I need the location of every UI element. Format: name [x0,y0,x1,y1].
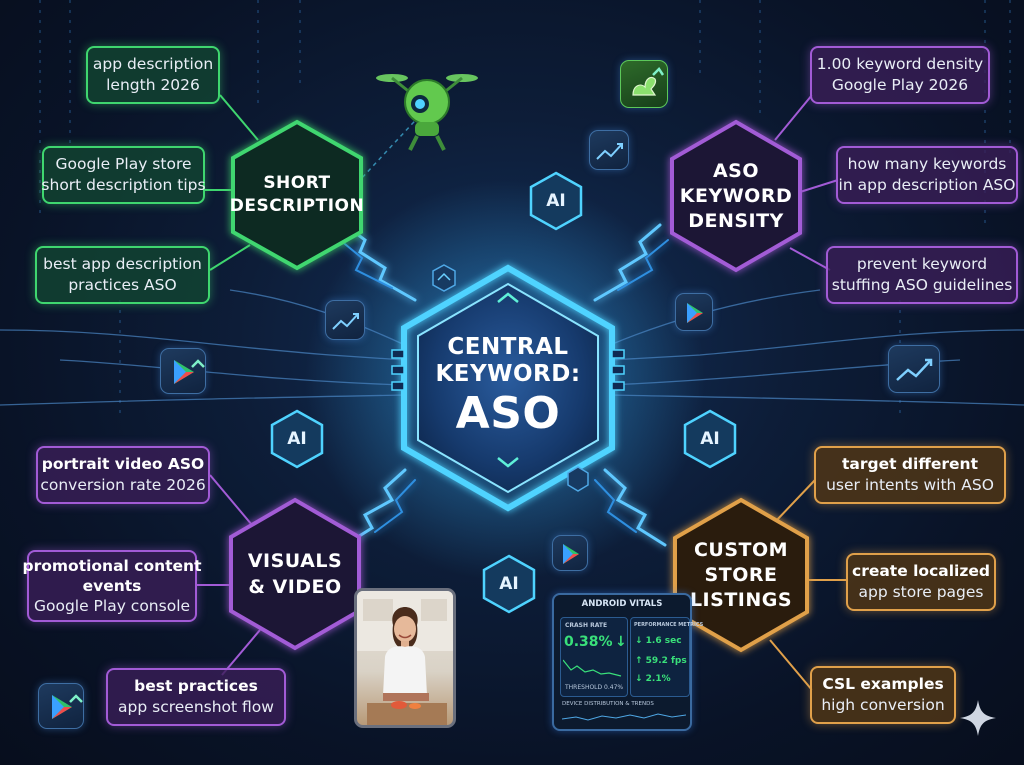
crash-rate-sparkline [563,659,622,677]
central-keyword-label: CENTRAL KEYWORD: ASO [435,334,581,439]
short-description-hexagon [231,119,363,271]
person-cooking-illustration [357,591,453,725]
google-play-icon [160,348,206,394]
visuals-video-hexagon [229,497,361,651]
crash-threshold: THRESHOLD 0.47% [565,684,624,691]
ai-hexagon-badge-icon: AI [480,553,538,615]
ai-hexagon-badge-icon: AI [268,408,326,470]
trend-sparkline [562,713,686,721]
keyword-box: prevent keyword stuffing ASO guidelines [826,246,1018,304]
keyword-box: best app description practices ASO [35,246,210,304]
google-play-icon [38,683,84,729]
trend-chart-icon [589,130,629,170]
keyword-box: Google Play store short description tips [41,146,206,204]
hub-label-keyword-density: ASO KEYWORD DENSITY [679,159,793,232]
keyword-box: create localized app store pages [846,553,996,611]
central-hexagon-inner [417,282,599,494]
custom-store-listings-hexagon [673,497,809,653]
crash-rate-panel: CRASH RATE 0.38% ↓ THRESHOLD 0.47% [560,617,628,697]
lightning-connectors [339,223,669,547]
battery-value: ↓ 2.1% [635,674,671,684]
ai-hexagon-badge-icon: AI [527,170,585,232]
vitals-footer: DEVICE DISTRIBUTION & TRENDS [562,701,654,707]
crash-rate-label: CRASH RATE [565,622,608,629]
crash-rate-value: 0.38% [564,634,613,650]
google-play-icon [675,293,713,331]
android-vitals-panel: ANDROID VITALS CRASH RATE 0.38% ↓ THRESH… [552,593,703,731]
hub-label-visuals-video: VISUALS & VIDEO [247,550,343,598]
keyword-box: how many keywords in app description ASO [836,146,1018,204]
trend-chart-icon [325,300,365,340]
startup-value: ↓ 1.6 sec [635,636,682,646]
vitals-title: ANDROID VITALS [581,599,663,609]
flexing-arm-app-icon [620,60,668,108]
performance-panel: PERFORMANCE METRICS ↓ 1.6 sec ↑ 59.2 fps… [630,617,703,697]
google-play-icon [552,535,588,571]
keyword-box: portrait video ASO conversion rate 2026 [36,446,210,504]
keyword-box: target different user intents with ASO [814,446,1006,504]
crash-rate-arrow: ↓ [615,634,627,650]
sparkle-icon [960,700,996,736]
hub-label-short-description: SHORT DESCRIPTION [229,173,365,216]
keyword-box: app description length 2026 [86,46,220,104]
keyword-box: CSL examples high conversion [810,666,956,724]
video-thumbnail [354,588,456,728]
keyword-box: promotional content events Google Play c… [23,550,202,622]
keyword-box: best practices app screenshot flow [106,668,286,726]
leader-lines [197,94,848,691]
ai-hexagon-badge-icon: AI [681,408,739,470]
central-hexagon-outer [401,264,615,512]
keyword-density-hexagon [670,119,802,273]
hub-label-custom-store-listings: CUSTOM STORE LISTINGS [689,538,793,611]
keyword-box: 1.00 keyword density Google Play 2026 [810,46,990,104]
performance-label: PERFORMANCE METRICS [634,622,704,628]
fps-value: ↑ 59.2 fps [635,656,687,666]
robot-drone-icon [376,74,478,151]
trend-chart-icon [888,345,940,393]
